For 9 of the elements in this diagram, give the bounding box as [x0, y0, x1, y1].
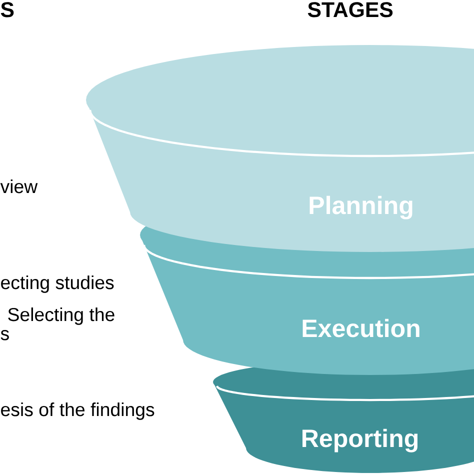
activity-text: Selecting the	[8, 307, 114, 325]
funnel-layer: Reporting	[213, 360, 474, 473]
activity-text: ecting studies	[1, 275, 114, 293]
activity-text: view	[0, 179, 38, 194]
activity-text: esis of the findings	[1, 402, 154, 420]
column-heading: S	[0, 2, 14, 18]
column-heading: STAGES	[308, 2, 393, 18]
activity-text: s	[0, 330, 9, 340]
funnel-layer: Planning	[86, 45, 474, 252]
